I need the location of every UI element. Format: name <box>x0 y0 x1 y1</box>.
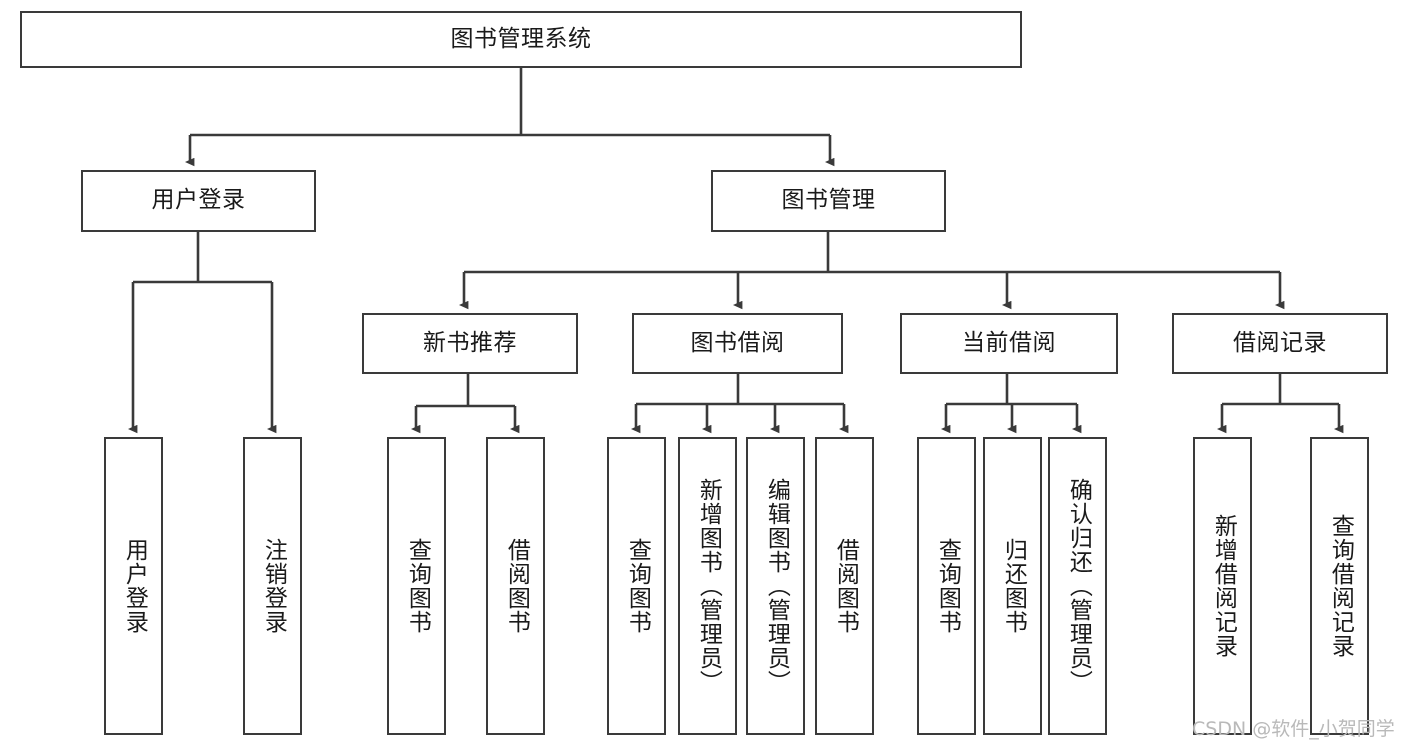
node-leaf-borrow-book-label: 借阅图书 <box>832 538 859 634</box>
node-borrow-record[interactable]: 借阅记录 <box>1172 313 1388 374</box>
node-leaf-borrow-book[interactable]: 借阅图书 <box>815 437 874 735</box>
node-leaf-borrow-book-recommend[interactable]: 借阅图书 <box>486 437 545 735</box>
node-leaf-user-login-label: 用户登录 <box>121 538 148 634</box>
node-leaf-add-record-label: 新增借阅记录 <box>1210 514 1237 658</box>
node-leaf-query-book-recommend[interactable]: 查询图书 <box>387 437 446 735</box>
node-user-login[interactable]: 用户登录 <box>81 170 316 232</box>
node-leaf-query-book-recommend-label: 查询图书 <box>404 538 431 634</box>
node-book-borrow[interactable]: 图书借阅 <box>632 313 843 374</box>
node-root[interactable]: 图书管理系统 <box>20 11 1022 68</box>
node-book-manage-label: 图书管理 <box>781 187 876 214</box>
node-leaf-user-login[interactable]: 用户登录 <box>104 437 163 735</box>
node-root-label: 图书管理系统 <box>450 25 592 52</box>
node-user-login-label: 用户登录 <box>151 187 246 214</box>
node-leaf-query-record[interactable]: 查询借阅记录 <box>1310 437 1369 735</box>
node-leaf-return-book[interactable]: 归还图书 <box>983 437 1042 735</box>
node-current-borrow-label: 当前借阅 <box>962 329 1056 356</box>
node-new-book-recommend-label: 新书推荐 <box>423 329 517 356</box>
node-leaf-user-logout-label: 注销登录 <box>260 538 287 634</box>
node-new-book-recommend[interactable]: 新书推荐 <box>362 313 578 374</box>
node-borrow-record-label: 借阅记录 <box>1233 329 1327 356</box>
watermark: CSDN @软件_小贺同学 <box>1192 718 1395 740</box>
node-leaf-edit-book[interactable]: 编辑图书（管理员） <box>746 437 805 735</box>
node-book-manage[interactable]: 图书管理 <box>711 170 946 232</box>
node-leaf-return-book-label: 归还图书 <box>1000 538 1027 634</box>
node-leaf-add-book[interactable]: 新增图书（管理员） <box>678 437 737 735</box>
node-book-borrow-label: 图书借阅 <box>690 329 785 356</box>
node-leaf-edit-book-label: 编辑图书（管理员） <box>763 478 790 694</box>
node-leaf-add-record[interactable]: 新增借阅记录 <box>1193 437 1252 735</box>
node-leaf-query-book-borrow-label: 查询图书 <box>624 538 651 634</box>
node-leaf-query-book-borrow[interactable]: 查询图书 <box>607 437 666 735</box>
node-current-borrow[interactable]: 当前借阅 <box>900 313 1118 374</box>
node-leaf-query-record-label: 查询借阅记录 <box>1327 514 1354 658</box>
node-leaf-confirm-return-label: 确认归还（管理员） <box>1065 478 1092 694</box>
node-leaf-add-book-label: 新增图书（管理员） <box>695 478 722 694</box>
node-leaf-query-book-current-label: 查询图书 <box>934 538 961 634</box>
node-leaf-query-book-current[interactable]: 查询图书 <box>917 437 976 735</box>
node-leaf-borrow-book-recommend-label: 借阅图书 <box>503 538 530 634</box>
node-leaf-user-logout[interactable]: 注销登录 <box>243 437 302 735</box>
node-leaf-confirm-return[interactable]: 确认归还（管理员） <box>1048 437 1107 735</box>
